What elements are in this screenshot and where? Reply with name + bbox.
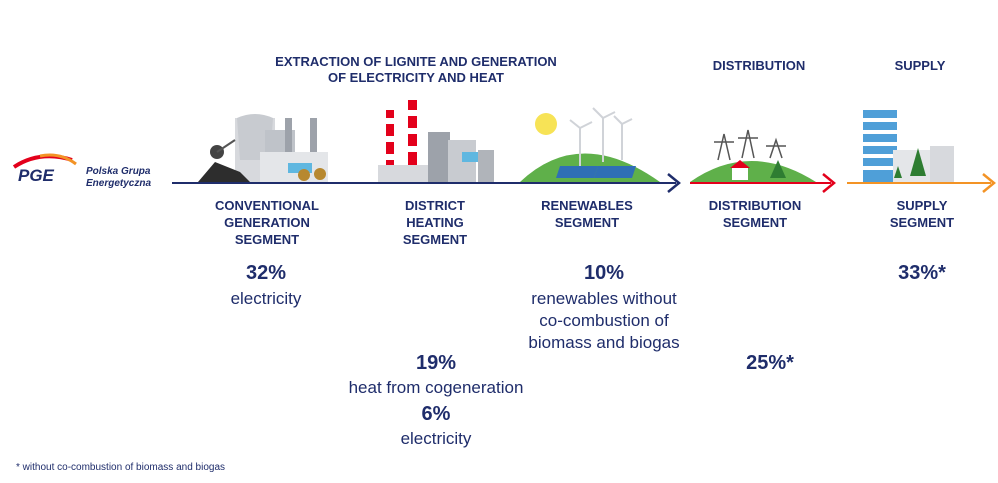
segment-renewables: RENEWABLES SEGMENT bbox=[522, 197, 652, 231]
renewables-description-line: biomass and biogas bbox=[528, 333, 680, 352]
header-extraction-line1: EXTRACTION OF LIGNITE AND GENERATION bbox=[275, 54, 557, 69]
value-chain-arrows bbox=[172, 173, 996, 193]
segment-label-line: GENERATION bbox=[224, 215, 310, 230]
district-heat-percentage: 19% bbox=[415, 352, 457, 374]
renewables-percentage: 10% bbox=[583, 262, 625, 284]
district-electricity-description: electricity bbox=[400, 429, 472, 448]
supply-icon bbox=[863, 110, 954, 182]
segment-label-line: SEGMENT bbox=[889, 215, 955, 230]
segment-label-line: SEGMENT bbox=[554, 215, 620, 230]
renewables-description-line: renewables without bbox=[531, 289, 677, 308]
header-extraction-line2: OF ELECTRICITY AND HEAT bbox=[328, 70, 504, 85]
segment-district-heating: DISTRICT HEATING SEGMENT bbox=[375, 197, 495, 248]
segment-label-line: CONVENTIONAL bbox=[215, 198, 319, 213]
conventional-description: electricity bbox=[230, 289, 302, 308]
segment-conventional: CONVENTIONAL GENERATION SEGMENT bbox=[192, 197, 342, 248]
renewables-icon bbox=[520, 107, 660, 182]
header-distribution: DISTRIBUTION bbox=[712, 58, 806, 73]
district-heat-description: heat from cogeneration bbox=[348, 378, 524, 397]
pge-logo-icon bbox=[12, 153, 77, 169]
header-extraction: EXTRACTION OF LIGNITE AND GENERATION OF … bbox=[246, 54, 586, 86]
company-name-line1: Polska Grupa bbox=[86, 166, 151, 177]
company-name: Polska Grupa Energetyczna bbox=[86, 166, 151, 190]
district-heating-plant-icon bbox=[378, 100, 494, 182]
distribution-percentage: 25%* bbox=[746, 352, 794, 374]
conventional-percentage: 32% bbox=[245, 262, 287, 284]
segment-label-line: SEGMENT bbox=[234, 232, 300, 247]
supply-percentage: 33%* bbox=[898, 262, 946, 284]
segment-label-line: DISTRIBUTION bbox=[708, 198, 802, 213]
header-supply: SUPPLY bbox=[894, 58, 946, 73]
footnote: * without co-combustion of biomass and b… bbox=[16, 462, 226, 473]
segment-label-line: HEATING bbox=[406, 215, 464, 230]
district-electricity-percentage: 6% bbox=[421, 403, 451, 425]
segment-label-line: RENEWABLES bbox=[541, 198, 633, 213]
segment-label-line: SEGMENT bbox=[722, 215, 788, 230]
conventional-plant-icon bbox=[198, 114, 328, 182]
segment-distribution: DISTRIBUTION SEGMENT bbox=[690, 197, 820, 231]
segment-label-line: SUPPLY bbox=[896, 198, 948, 213]
segment-label-line: DISTRICT bbox=[405, 198, 465, 213]
pge-logo: PGE bbox=[18, 166, 54, 185]
renewables-description: renewables without co-combustion of biom… bbox=[500, 288, 708, 354]
segment-supply: SUPPLY SEGMENT bbox=[870, 197, 974, 231]
company-name-line2: Energetyczna bbox=[86, 178, 152, 189]
segment-label-line: SEGMENT bbox=[402, 232, 468, 247]
renewables-description-line: co-combustion of bbox=[539, 311, 669, 330]
distribution-icon bbox=[690, 129, 816, 182]
